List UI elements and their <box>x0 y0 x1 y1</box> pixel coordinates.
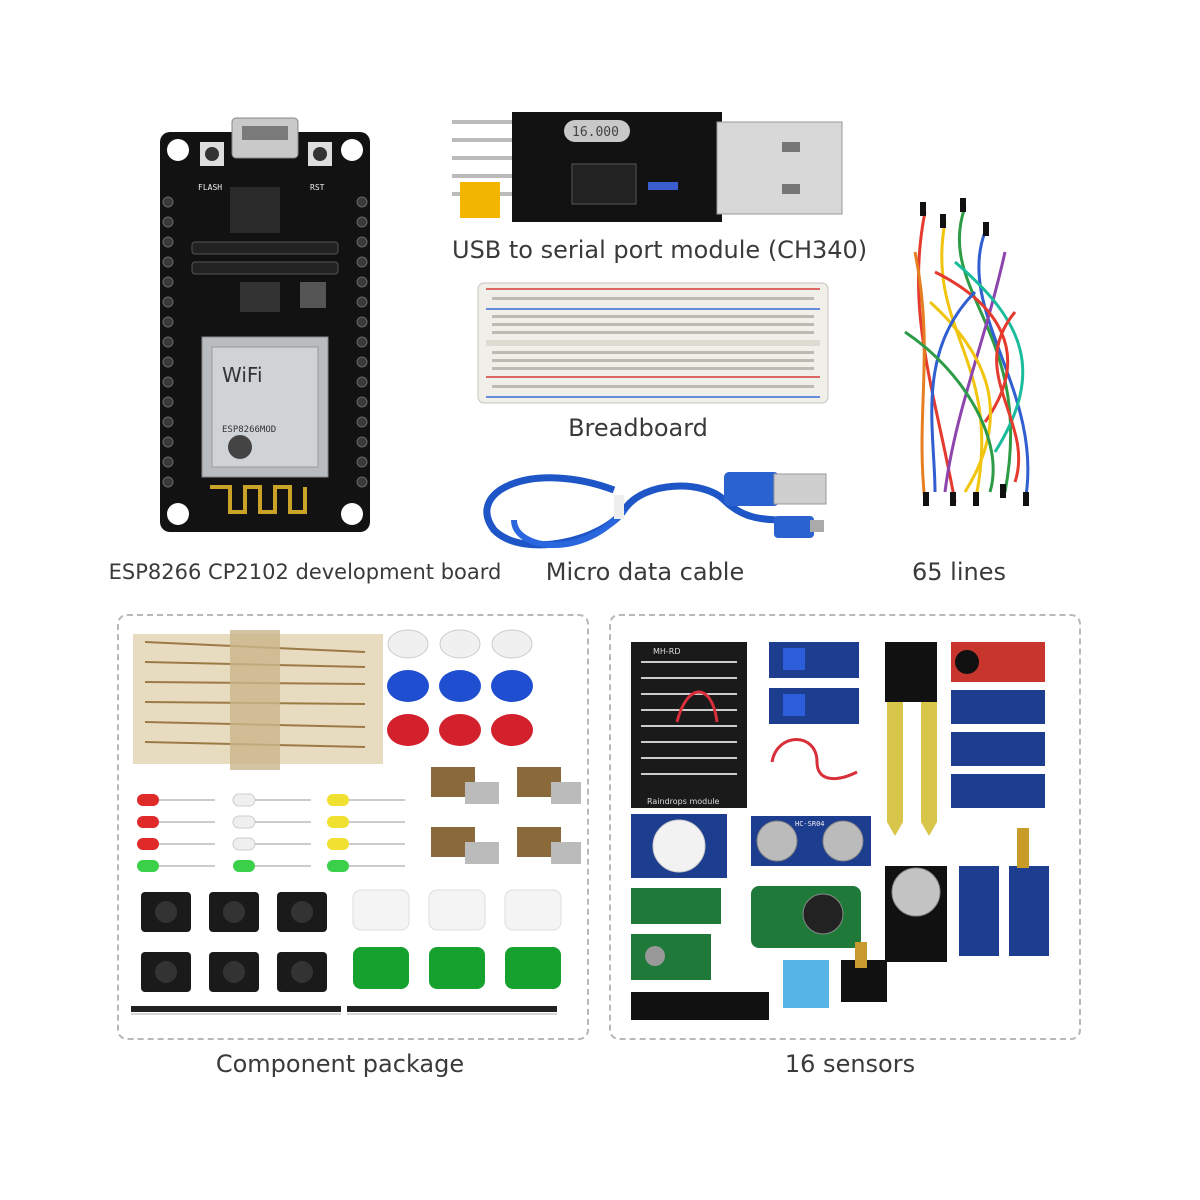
breadboard-caption: Breadboard <box>568 414 708 442</box>
rst-label: RST <box>310 183 325 192</box>
usb-serial-module-image: 16.000 <box>452 112 843 222</box>
flash-label: FLASH <box>198 183 222 192</box>
module-text: ESP8266MOD <box>222 425 276 435</box>
component-package-caption: Component package <box>215 1050 465 1078</box>
jumper-lines-caption: 65 lines <box>912 558 1006 586</box>
wifi-logo-text: WiFi <box>222 363 263 387</box>
sensors-image: Raindrops module MH-RD HC-SR04 <box>631 642 1049 1020</box>
breadboard-image <box>477 282 829 404</box>
mh-rd-label: MH-RD <box>653 647 681 656</box>
micro-cable-caption: Micro data cable <box>545 558 745 586</box>
esp8266-board-image: FLASH RST WiFi ESP8266MOD <box>160 117 370 532</box>
ultrasonic-label: HC-SR04 <box>795 820 825 828</box>
jumper-wires-image <box>904 198 1030 506</box>
esp-board-caption: ESP8266 CP2102 development board <box>108 560 502 584</box>
crystal-label: 16.000 <box>572 125 619 140</box>
sensors-panel: Raindrops module MH-RD HC-SR04 <box>609 614 1081 1040</box>
usb-serial-caption: USB to serial port module (CH340) <box>452 236 868 264</box>
components-image <box>131 629 581 1015</box>
raindrop-label: Raindrops module <box>647 797 720 806</box>
micro-cable-image <box>483 472 827 549</box>
sensors-caption: 16 sensors <box>784 1050 916 1078</box>
component-package-panel <box>117 614 589 1040</box>
